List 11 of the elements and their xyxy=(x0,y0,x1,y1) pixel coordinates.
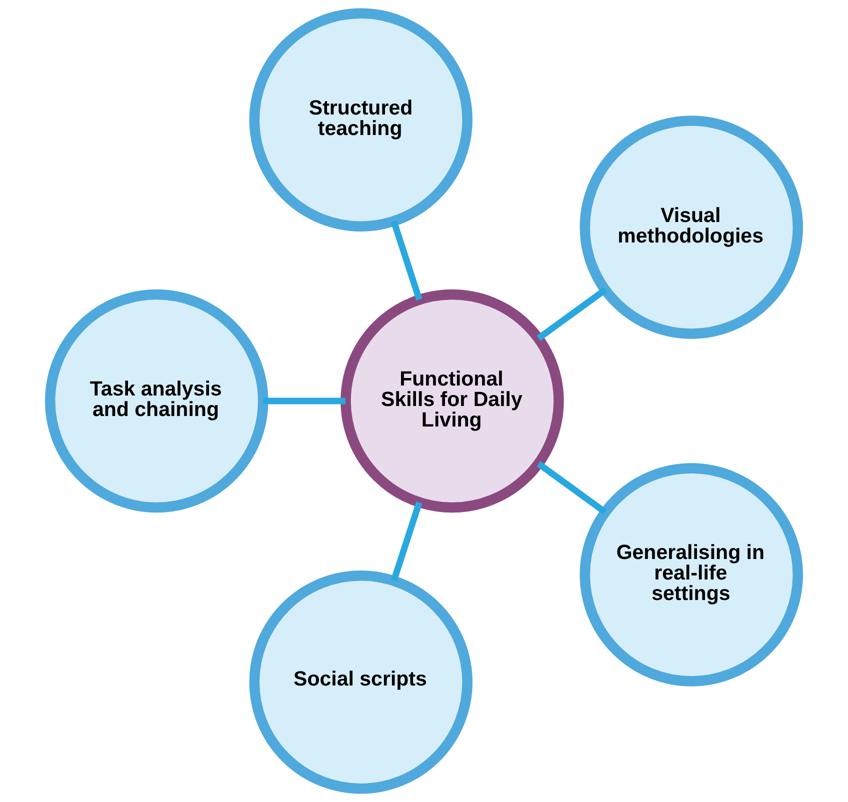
connector xyxy=(390,220,422,300)
connector xyxy=(263,398,346,404)
node-circle: Generalising in real-life settings xyxy=(580,463,803,686)
node-circle: Task analysis and chaining xyxy=(45,289,268,513)
node-circle: Social scripts xyxy=(249,570,472,794)
connector xyxy=(536,287,608,341)
connector xyxy=(536,461,608,515)
node-circle: Functional Skills for Daily Living xyxy=(340,289,564,513)
node-circle: Visual methodologies xyxy=(580,116,803,339)
node-circle: Structured teaching xyxy=(249,8,472,232)
connector xyxy=(390,502,422,582)
